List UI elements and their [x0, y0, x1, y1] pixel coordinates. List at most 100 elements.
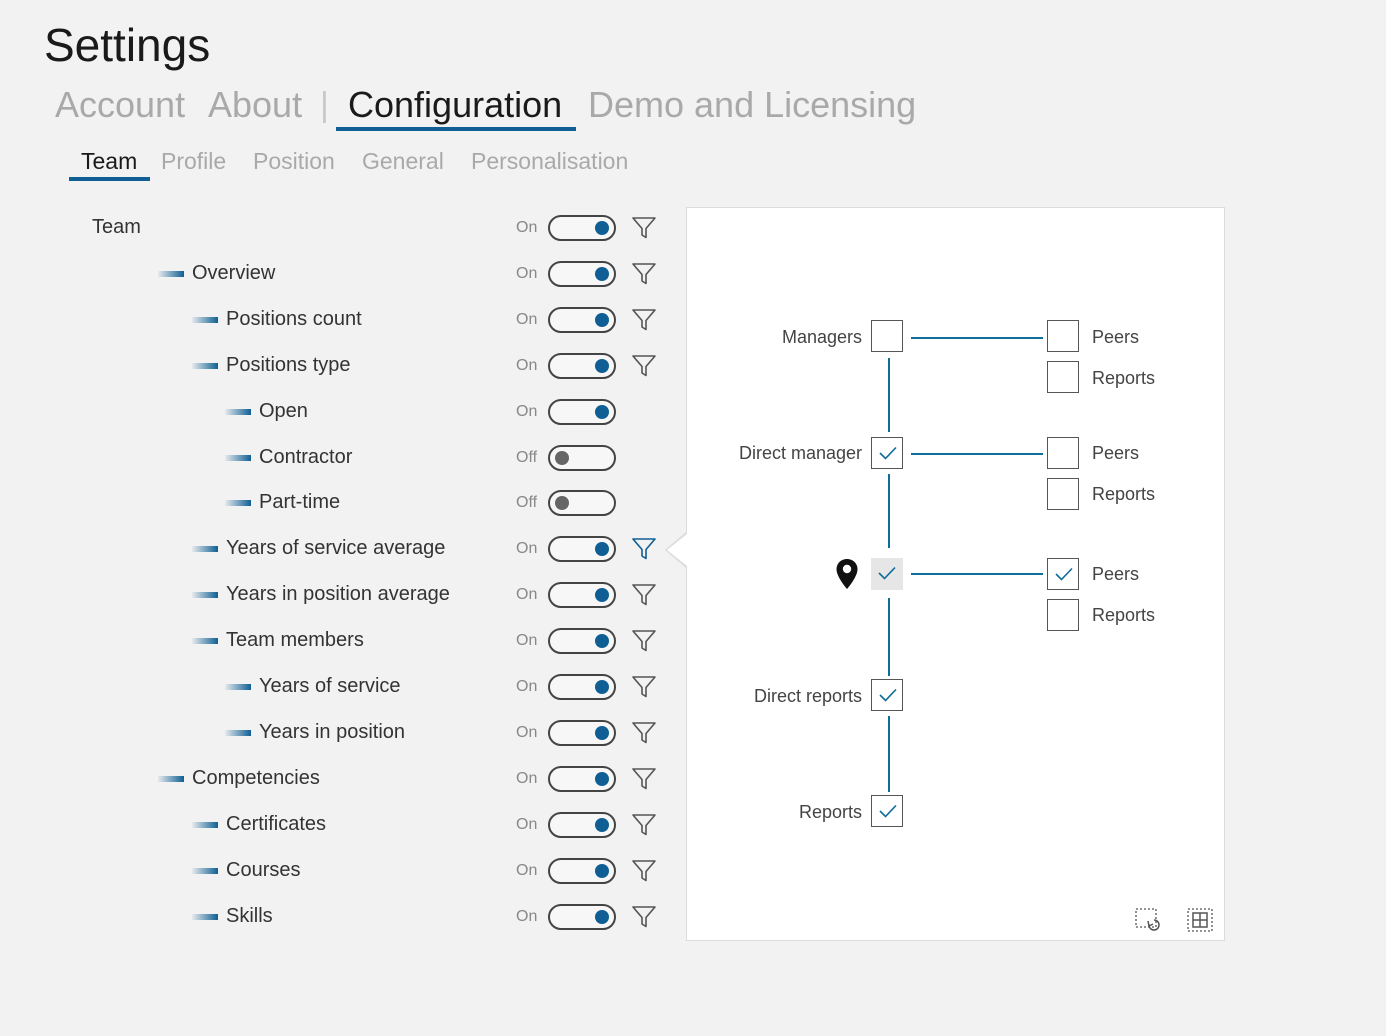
setting-toggle[interactable]: [548, 903, 616, 930]
filter-icon[interactable]: [631, 629, 657, 653]
setting-label: Overview: [192, 261, 276, 284]
filter-icon[interactable]: [631, 537, 657, 561]
managers-label: Managers: [781, 327, 862, 347]
relationship-filter-panel: Managers Peers Reports Direct manager Pe…: [686, 207, 1225, 941]
setting-label: Part-time: [259, 491, 341, 514]
setting-toggle[interactable]: [548, 306, 616, 333]
setting-toggle[interactable]: [548, 215, 616, 241]
toggle-knob: [595, 358, 609, 373]
subtab-team[interactable]: Team: [81, 148, 138, 174]
tab-configuration[interactable]: Configuration: [348, 84, 563, 125]
setting-toggle[interactable]: [548, 444, 616, 471]
direct-manager-reports-checkbox[interactable]: [1047, 478, 1079, 510]
subtab-personalisation[interactable]: Personalisation: [471, 148, 629, 174]
tree-indent-marker: [192, 821, 218, 828]
toggle-state-label: On: [516, 402, 538, 420]
active-subtab-indicator: [69, 177, 150, 181]
toggle-knob: [595, 404, 609, 419]
setting-toggle[interactable]: [548, 674, 616, 700]
filter-icon[interactable]: [631, 216, 657, 240]
toggle-state-label: On: [516, 907, 538, 925]
toggle-state-label: On: [516, 815, 538, 833]
direct-reports-checkbox[interactable]: [871, 679, 903, 711]
direct-manager-checkbox[interactable]: [871, 437, 903, 469]
reset-selection-icon[interactable]: [1135, 908, 1161, 937]
setting-label: Team members: [226, 629, 364, 652]
filter-icon[interactable]: [631, 767, 657, 791]
toggle-knob: [595, 266, 609, 281]
managers-checkbox[interactable]: [871, 320, 903, 352]
filter-icon[interactable]: [631, 813, 657, 837]
self-peers-checkbox[interactable]: [1047, 558, 1079, 590]
tree-indent-marker: [225, 500, 251, 507]
tree-indent-marker: [192, 362, 218, 369]
setting-row: Skills On: [0, 896, 680, 942]
tab-about[interactable]: About: [208, 84, 303, 125]
tree-indent-marker: [192, 592, 218, 599]
filter-icon[interactable]: [631, 308, 657, 332]
setting-toggle[interactable]: [548, 490, 616, 517]
toggle-knob: [555, 450, 569, 465]
setting-toggle[interactable]: [548, 719, 616, 746]
filter-icon[interactable]: [631, 583, 657, 607]
setting-toggle[interactable]: [548, 260, 616, 287]
tree-indent-marker: [158, 270, 184, 277]
toggle-knob: [595, 634, 609, 649]
setting-toggle[interactable]: [548, 398, 616, 425]
setting-label: Skills: [226, 904, 273, 927]
toggle-knob: [595, 542, 609, 557]
setting-toggle[interactable]: [548, 628, 616, 655]
tree-indent-marker: [225, 454, 251, 461]
setting-toggle[interactable]: [548, 811, 616, 838]
direct-manager-peers-checkbox[interactable]: [1047, 437, 1079, 469]
subtab-position[interactable]: Position: [253, 148, 335, 174]
tab-separator: |: [320, 86, 329, 124]
toggle-knob: [595, 312, 609, 327]
connector-line: [911, 453, 1043, 455]
toggle-state-label: On: [516, 586, 538, 604]
tree-indent-marker: [225, 729, 251, 736]
reports-checkbox[interactable]: [871, 795, 903, 827]
self-checkbox[interactable]: [871, 558, 903, 590]
connector-line: [888, 474, 890, 548]
filter-icon[interactable]: [631, 675, 657, 699]
filter-icon[interactable]: [631, 354, 657, 378]
reports-label: Reports: [798, 802, 862, 822]
toggle-knob: [595, 909, 609, 924]
connector-line: [888, 716, 890, 792]
toggle-knob: [595, 771, 609, 786]
direct-manager-reports-label: Reports: [1092, 484, 1156, 504]
managers-peers-checkbox[interactable]: [1047, 320, 1079, 352]
filter-icon[interactable]: [631, 905, 657, 929]
self-reports-label: Reports: [1092, 605, 1156, 625]
tree-indent-marker: [225, 684, 251, 690]
subtab-profile[interactable]: Profile: [161, 148, 227, 174]
tab-demo-and-licensing[interactable]: Demo and Licensing: [588, 84, 917, 125]
setting-toggle[interactable]: [548, 857, 616, 884]
toggle-state-label: On: [516, 540, 538, 558]
filter-icon[interactable]: [631, 859, 657, 883]
setting-label: Courses: [226, 858, 301, 881]
setting-label: Certificates: [226, 812, 327, 835]
subtab-general[interactable]: General: [362, 148, 444, 174]
toggle-state-label: On: [516, 769, 538, 787]
tab-account[interactable]: Account: [55, 84, 186, 125]
filter-icon[interactable]: [631, 721, 657, 745]
tree-indent-marker: [192, 638, 218, 645]
select-all-grid-icon[interactable]: [1187, 908, 1213, 937]
setting-toggle[interactable]: [548, 536, 616, 563]
setting-toggle[interactable]: [548, 352, 616, 379]
direct-manager-label: Direct manager: [738, 443, 862, 463]
setting-toggle[interactable]: [548, 582, 616, 609]
managers-reports-checkbox[interactable]: [1047, 361, 1079, 393]
self-reports-checkbox[interactable]: [1047, 599, 1079, 631]
toggle-state-label: On: [516, 356, 538, 374]
setting-toggle[interactable]: [548, 765, 616, 792]
tree-indent-marker: [192, 546, 218, 553]
filter-icon[interactable]: [631, 262, 657, 286]
